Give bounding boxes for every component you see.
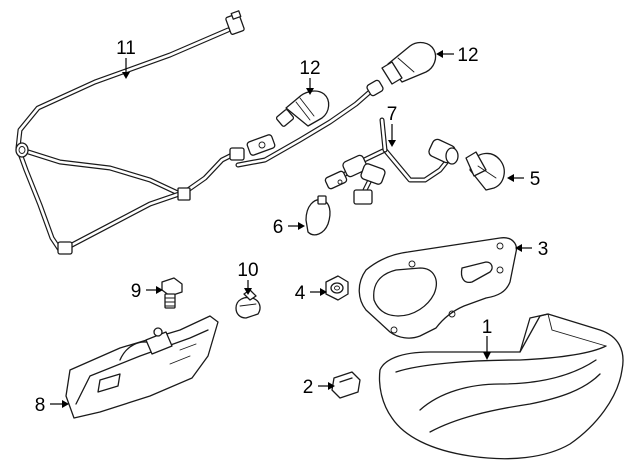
part-6-bulb bbox=[305, 195, 331, 236]
callout-2: 2 bbox=[303, 377, 314, 398]
part-10-clip bbox=[235, 289, 261, 319]
callout-12-right: 12 bbox=[457, 45, 478, 66]
part-5-bulb bbox=[465, 151, 505, 191]
callout-12-left: 12 bbox=[299, 58, 320, 79]
callout-9: 9 bbox=[131, 281, 142, 302]
callout-7: 7 bbox=[387, 104, 398, 125]
bulb-socket-wire bbox=[235, 79, 384, 168]
callout-8: 8 bbox=[35, 395, 46, 416]
part-1-tail-lamp bbox=[378, 313, 624, 460]
part-12-bulb-left bbox=[275, 90, 330, 127]
part-2-clip bbox=[331, 371, 361, 399]
callout-5: 5 bbox=[530, 169, 541, 190]
callout-labels: 1 2 3 4 5 6 7 8 9 10 11 12 12 bbox=[35, 38, 549, 416]
callout-6: 6 bbox=[273, 217, 284, 238]
callout-10: 10 bbox=[237, 260, 258, 281]
part-11-wiring-harness bbox=[15, 10, 245, 255]
callout-11: 11 bbox=[116, 38, 136, 59]
callout-3: 3 bbox=[538, 239, 549, 260]
part-8-lamp bbox=[65, 315, 219, 419]
part-9-bolt bbox=[161, 277, 183, 309]
part-12-bulb-right bbox=[381, 41, 437, 85]
part-7-socket-harness bbox=[324, 117, 459, 205]
callout-1: 1 bbox=[482, 317, 493, 338]
callout-4: 4 bbox=[295, 283, 306, 304]
part-3-gasket bbox=[358, 237, 518, 339]
leader-lines bbox=[50, 50, 532, 408]
part-4-nut bbox=[325, 275, 349, 301]
